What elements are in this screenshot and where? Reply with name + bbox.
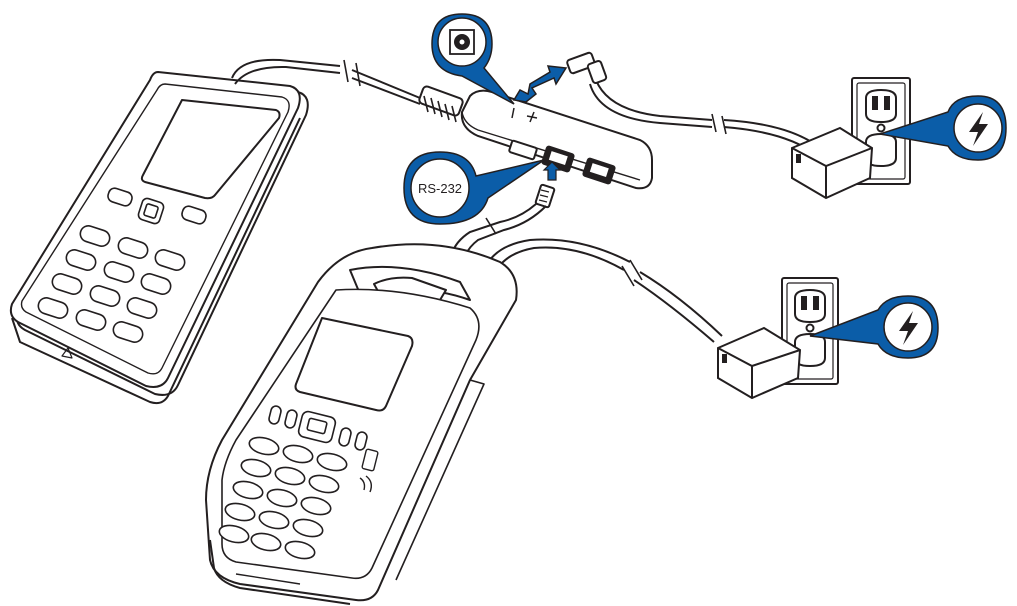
hub-cable-strain-relief: [418, 85, 464, 123]
pin-pad-device: [9, 71, 309, 405]
rs232-insert-arrow: [542, 161, 562, 181]
barrel-plug: [566, 51, 596, 75]
rs232-callout: RS-232: [403, 151, 545, 225]
pin-pad-screen: [140, 99, 281, 200]
power-callout-top: [879, 95, 1007, 161]
terminal-keypad: [218, 436, 348, 560]
terminal-function-keys: [268, 405, 368, 451]
terminal-screen: [294, 317, 414, 412]
power-callout-bottom: [809, 295, 939, 359]
rs232-label: RS-232: [418, 181, 462, 196]
connector-hub: [460, 89, 653, 190]
terminal-power-cable: [481, 238, 723, 343]
power-adapter-bottom: [717, 326, 802, 400]
power-port-callout: [431, 13, 515, 105]
pin-pad-function-keys: [107, 187, 207, 225]
power-adapter-top: [791, 126, 874, 200]
pin-pad-cable: [231, 58, 464, 123]
power-insert-arrow: [512, 65, 568, 103]
usb-port: [508, 139, 538, 161]
pin-pad-keypad: [37, 225, 186, 343]
lightning-bolt-icon: [899, 311, 918, 345]
lightning-bolt-icon: [969, 112, 988, 146]
payment-terminal: [205, 243, 518, 605]
